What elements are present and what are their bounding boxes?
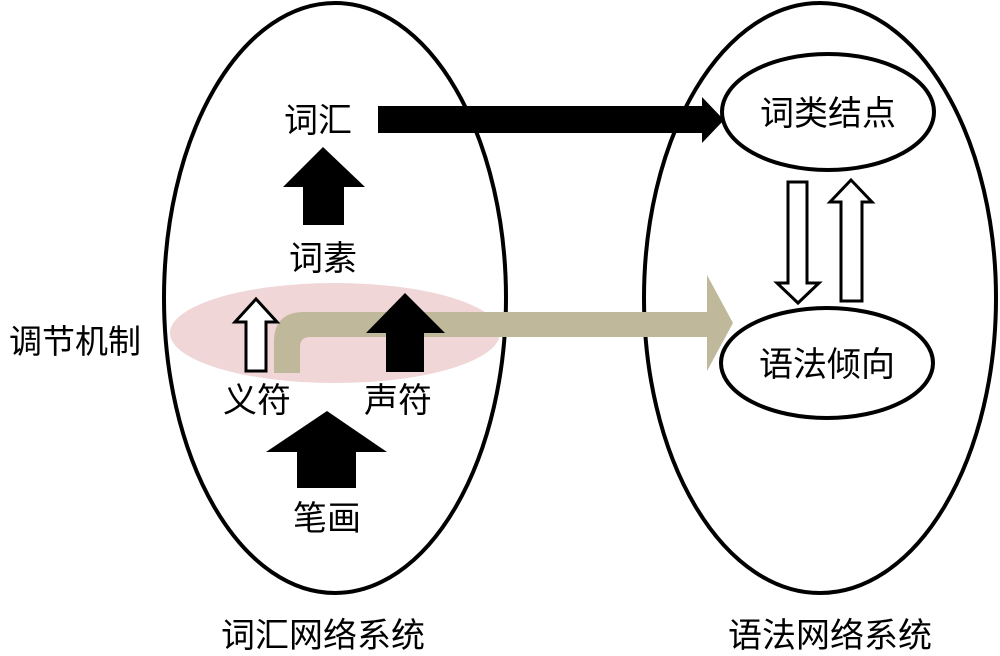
node-word-class: 词类结点 [760,94,896,134]
grammatical-tendency-ellipse [719,306,935,420]
lexical-system-ellipse [162,1,508,595]
regulation-label: 调节机制 [9,322,141,361]
node-grammatical-tendency: 语法倾向 [759,345,895,385]
node-strokes: 笔画 [293,499,361,539]
grammar-system-ellipse [642,1,998,595]
node-phonetic-radical: 声符 [364,381,432,421]
strokes-up-arrow [266,411,387,488]
tendency-to-word-class-arrow [826,177,876,303]
word-class-node-ellipse [720,52,936,172]
lexical-system-title: 词汇网络系统 [221,616,425,656]
vocabulary-to-word-class-arrow [378,97,724,143]
grammar-system-title: 语法网络系统 [728,616,932,656]
semantic-to-morpheme-arrow [231,296,281,373]
node-vocabulary: 词汇 [284,101,352,141]
morpheme-to-vocabulary-arrow [283,147,365,225]
node-morpheme: 词素 [289,239,357,279]
regulation-path-arrow [274,275,733,373]
node-semantic-radical: 义符 [223,381,291,421]
phonetic-to-morpheme-arrow [366,293,445,372]
word-class-to-tendency-arrow [773,180,823,306]
